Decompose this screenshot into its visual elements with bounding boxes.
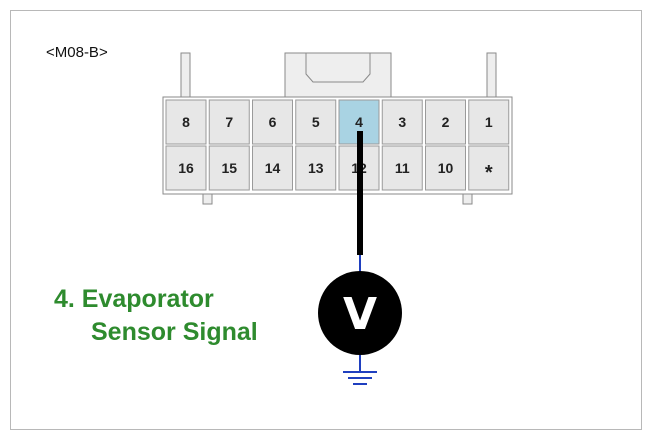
pin-cell-6 [252,99,293,145]
pin-cell-5 [295,99,337,145]
pin-cell-3 [381,99,423,145]
pin-cell-star [468,145,510,191]
pin-label-16: 16 [178,160,194,176]
pin-label-15: 15 [221,160,237,176]
pin-cell-15 [208,145,250,191]
pin-cell-13 [295,145,337,191]
pin-cell-1 [468,99,510,145]
pin-label-3: 3 [398,114,406,130]
connector-post-left [180,52,191,100]
pin-label-8: 8 [182,114,190,130]
signal-caption: 4. Evaporator Sensor Signal [54,283,258,349]
voltmeter-icon: V [318,271,402,355]
pin-label-5: 5 [312,114,320,130]
pin-label-14: 14 [265,160,281,176]
connector-latch [284,52,392,100]
signal-caption-line1: 4. Evaporator [54,285,214,313]
pin-label-11: 11 [395,160,410,176]
connector-tab-left [202,192,213,205]
pin-label-2: 2 [442,114,450,130]
pin-label-13: 13 [308,160,324,176]
signal-caption-line2: Sensor Signal [91,318,258,346]
pin-cell-16 [165,145,207,191]
pin-cell-14 [252,145,293,191]
ground-icon [343,371,377,385]
pin-label-1: 1 [485,114,493,130]
diagram-frame [10,10,642,430]
connector-pins: 8765432116151413121110* [165,99,510,191]
pin-label-star: * [485,162,493,184]
pin-cell-2 [425,99,466,145]
pin-label-7: 7 [225,114,233,130]
pin-label-4: 4 [355,114,363,130]
connector-post-right [486,52,497,100]
pin-label-10: 10 [438,160,454,176]
probe-lead [357,131,363,255]
pin-label-6: 6 [269,114,277,130]
voltmeter-symbol: V [343,289,377,340]
pin-cell-10 [425,145,466,191]
connector-id-label: <M08-B> [46,44,108,61]
pin-cell-11 [381,145,423,191]
pin-cell-8 [165,99,207,145]
pin-cell-7 [208,99,250,145]
connector-tab-right [462,192,473,205]
